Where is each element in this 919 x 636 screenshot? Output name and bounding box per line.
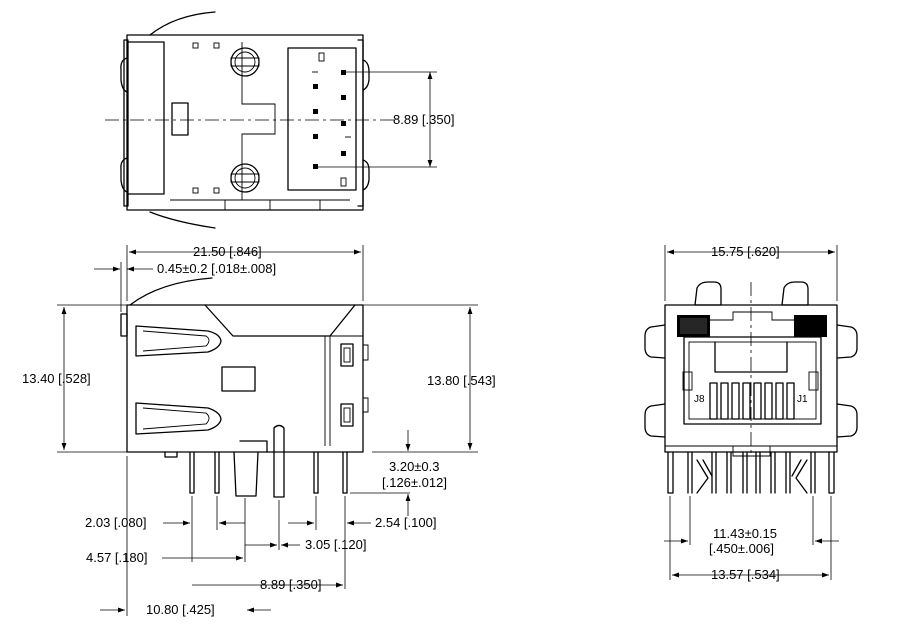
dim-pin-span-2: [.450±.006] <box>709 541 774 556</box>
side-view <box>57 245 478 616</box>
dim-pitch-e: 8.89 [.350] <box>260 577 321 592</box>
dim-pitch-b: 2.54 [.100] <box>375 515 436 530</box>
dim-top-pitch: 8.89 [.350] <box>393 112 454 127</box>
dim-pitch-a: 2.03 [.080] <box>85 515 146 530</box>
dim-pin-span-1: 11.43±0.15 <box>713 526 777 541</box>
pin-label-j1: J1 <box>797 394 808 405</box>
pin-label-j8: J8 <box>694 394 705 405</box>
dim-offset-front: 0.45±0.2 [.018±.008] <box>157 261 276 276</box>
dim-pitch-d: 4.57 [.180] <box>86 550 147 565</box>
dim-pitch-c: 3.05 [.120] <box>305 537 366 552</box>
front-view <box>644 245 858 580</box>
dim-standoff-2: [.126±.012] <box>382 475 447 490</box>
dim-height-right: 13.80 [.543] <box>427 373 496 388</box>
dim-standoff-1: 3.20±0.3 <box>389 459 440 474</box>
top-view <box>105 11 437 229</box>
dim-overall-length: 21.50 [.846] <box>193 244 262 259</box>
dim-pitch-f: 10.80 [.425] <box>146 602 215 617</box>
dim-front-pin-span: 13.57 [.534] <box>711 567 780 582</box>
dim-height-left: 13.40 [.528] <box>22 371 91 386</box>
dim-front-width: 15.75 [.620] <box>711 244 780 259</box>
